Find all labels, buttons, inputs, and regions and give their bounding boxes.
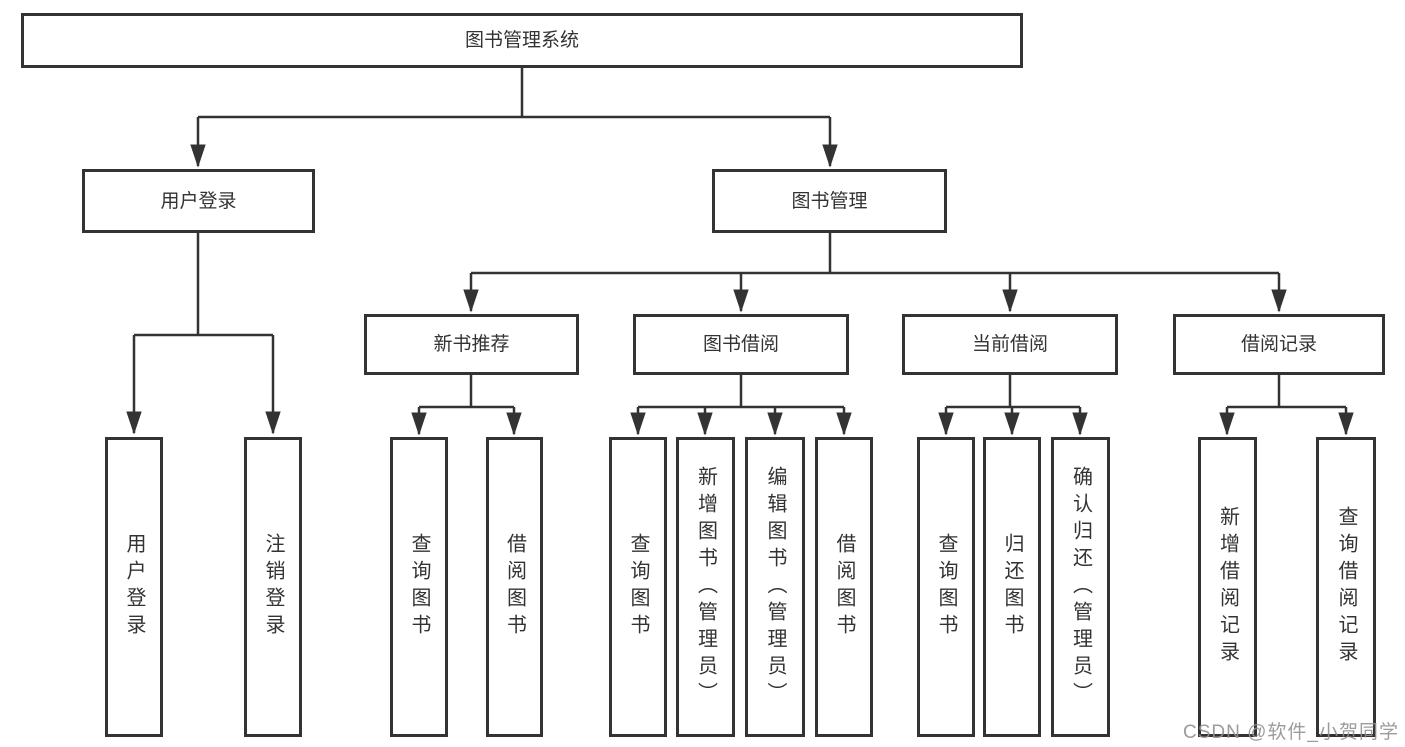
node-book-borrow: 图书借阅 bbox=[633, 314, 849, 375]
node-bb-edit-book-admin: 编辑图书（管理员） bbox=[745, 437, 805, 737]
node-bb-add-book-admin: 新增图书（管理员） bbox=[676, 437, 735, 737]
node-br-add-record: 新增借阅记录 bbox=[1198, 437, 1257, 737]
node-borrow-records: 借阅记录 bbox=[1173, 314, 1385, 375]
node-rec-query-book: 查询图书 bbox=[390, 437, 448, 737]
node-user-login-group: 用户登录 bbox=[82, 169, 315, 233]
node-cb-query-book: 查询图书 bbox=[917, 437, 975, 737]
node-logout: 注销登录 bbox=[244, 437, 302, 737]
node-cb-confirm-return-admin: 确认归还（管理员） bbox=[1051, 437, 1110, 737]
node-br-query-record: 查询借阅记录 bbox=[1316, 437, 1376, 737]
node-user-login: 用户登录 bbox=[105, 437, 163, 737]
node-bb-borrow-book: 借阅图书 bbox=[815, 437, 873, 737]
node-bb-query-book: 查询图书 bbox=[609, 437, 667, 737]
node-book-management: 图书管理 bbox=[712, 169, 947, 233]
watermark: CSDN @软件_小贺同学 bbox=[1183, 722, 1399, 743]
node-rec-borrow-book: 借阅图书 bbox=[486, 437, 543, 737]
node-new-book-recommend: 新书推荐 bbox=[364, 314, 579, 375]
node-current-borrow: 当前借阅 bbox=[902, 314, 1118, 375]
node-library-system: 图书管理系统 bbox=[21, 13, 1023, 68]
node-cb-return-book: 归还图书 bbox=[983, 437, 1041, 737]
